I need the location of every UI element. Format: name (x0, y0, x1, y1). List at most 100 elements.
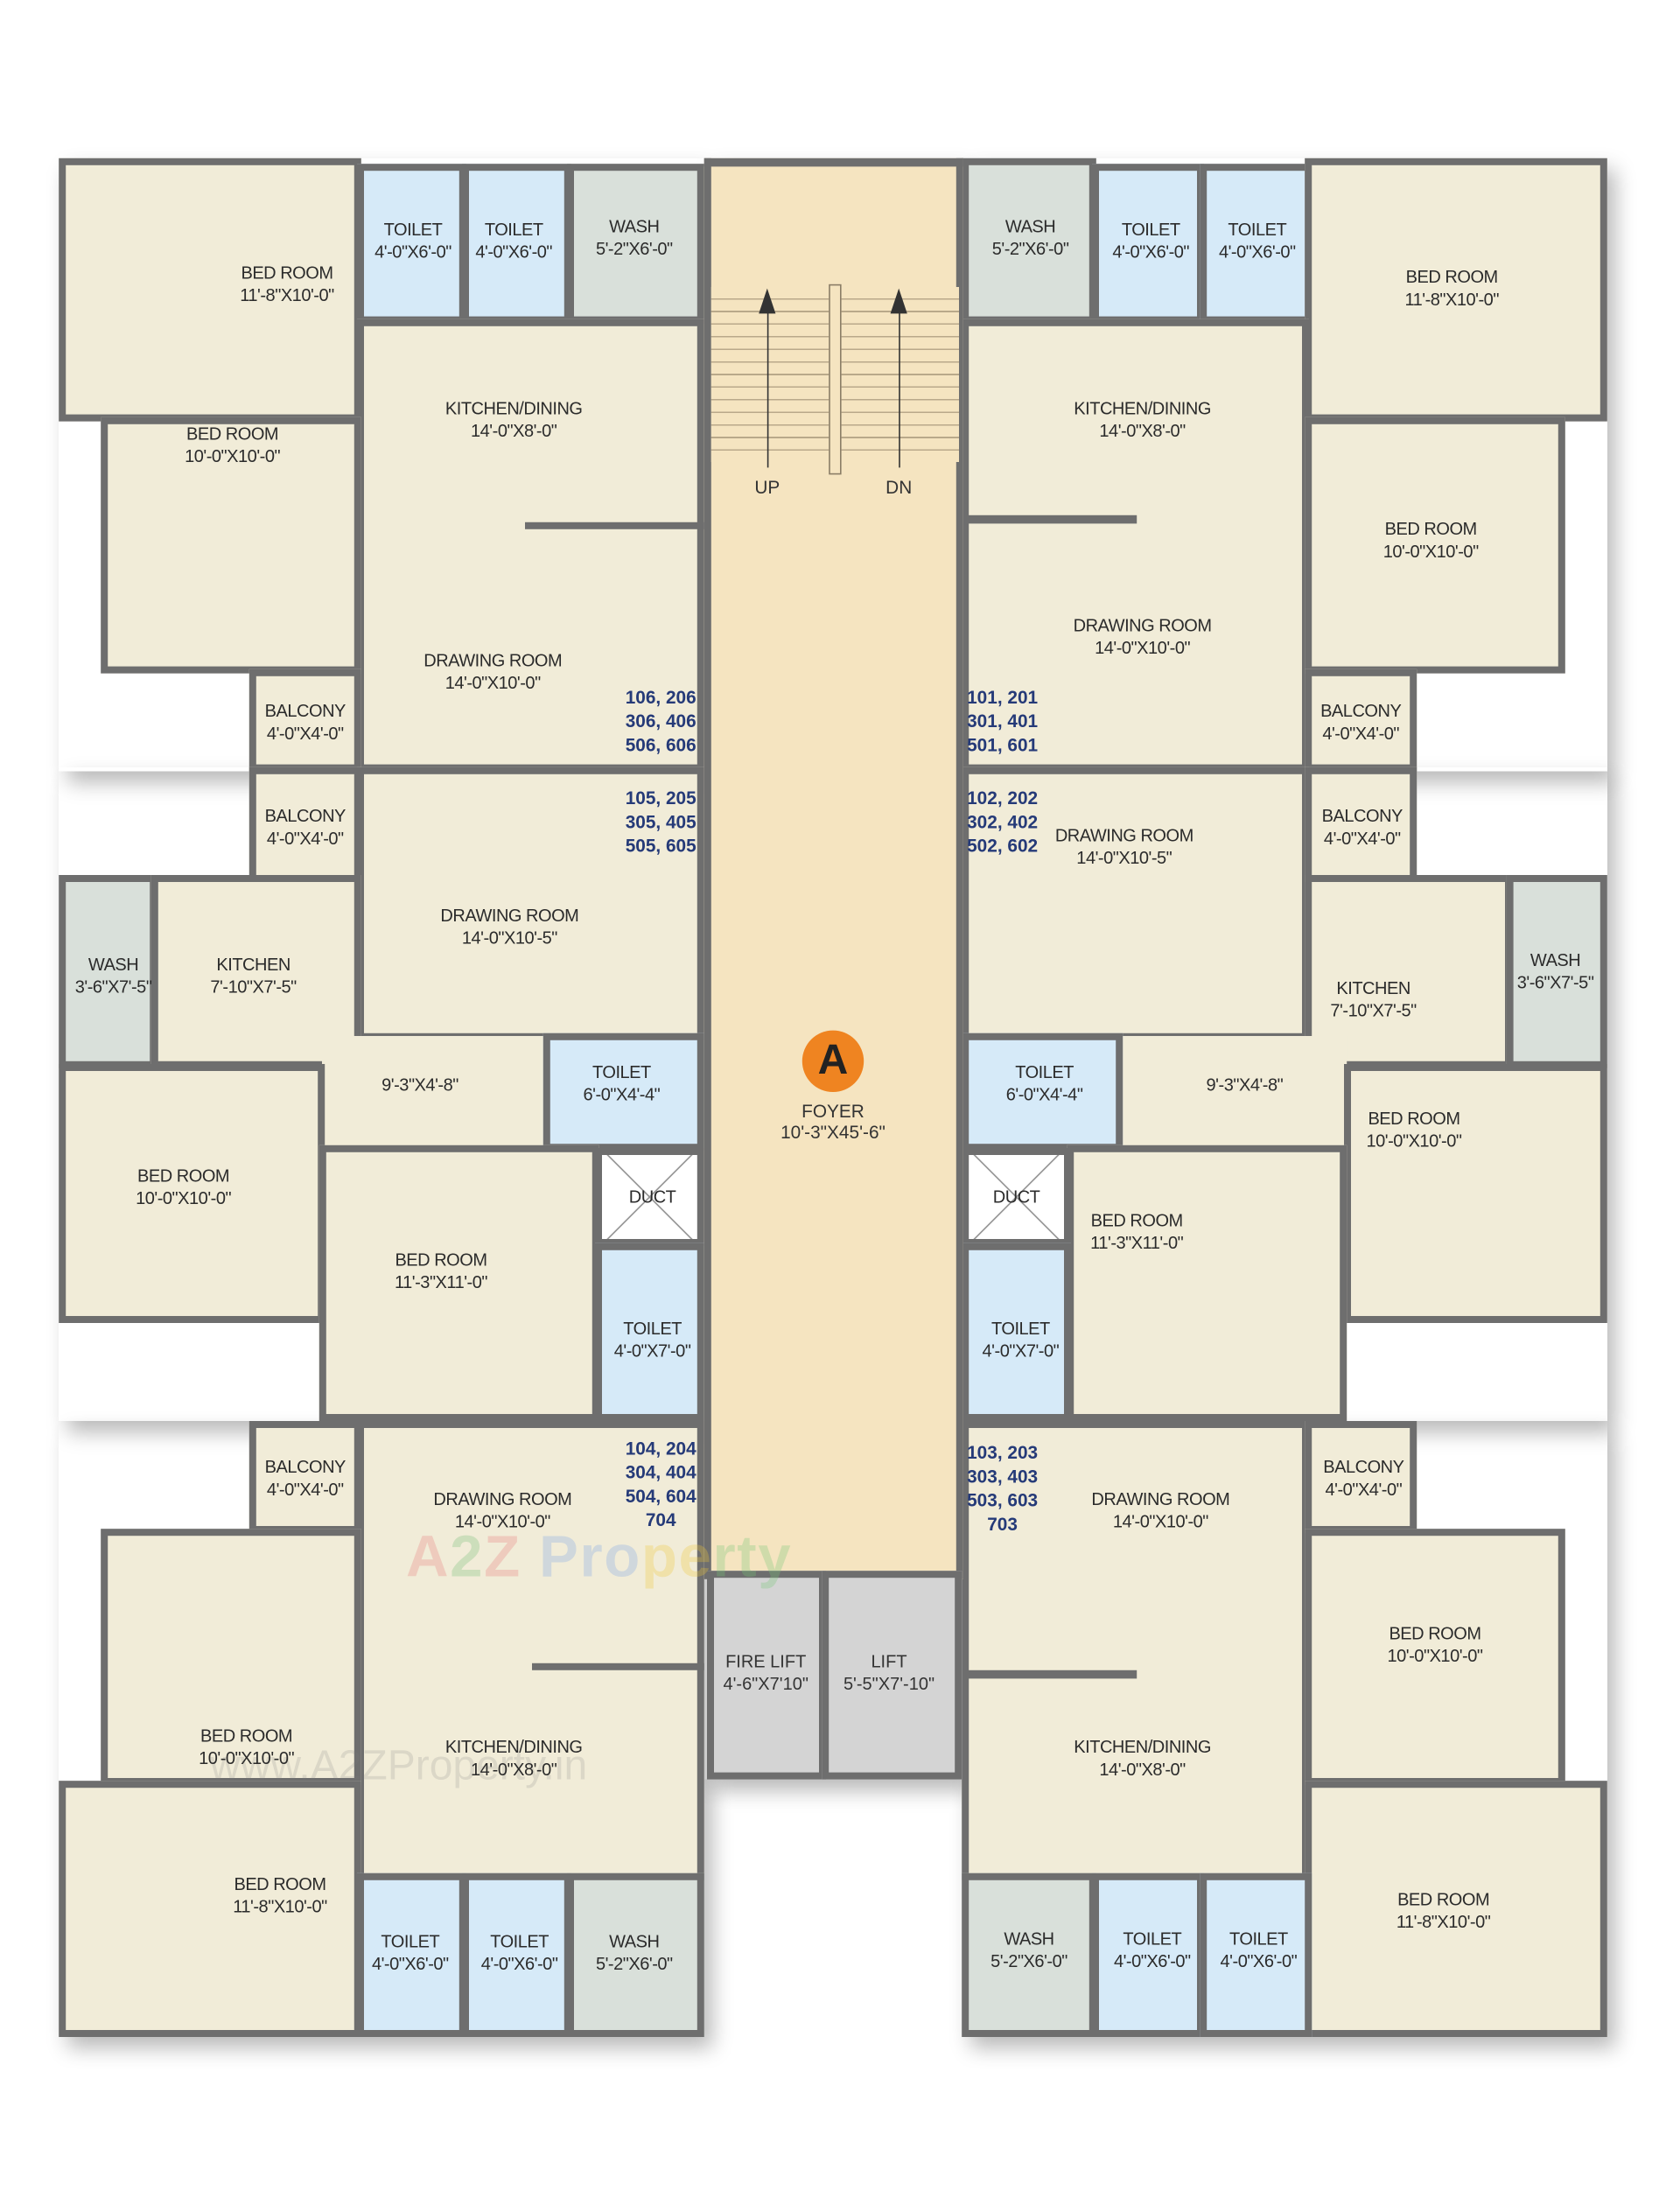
room-name: DRAWING ROOM (424, 651, 563, 671)
arrow-up-icon (759, 288, 776, 314)
wash-area (962, 158, 1096, 324)
room-size: 5'-2"X6'-0" (595, 1954, 673, 1974)
room-size: 11'-8"X10'-0" (1396, 1912, 1491, 1932)
room-name: BALCONY (264, 701, 346, 721)
room-name: KITCHEN/DINING (444, 1737, 583, 1757)
room-label: DRAWING ROOM 14'-0"X10'-0" (1091, 1488, 1229, 1533)
room-size: 4'-0"X4'-0" (266, 1480, 344, 1500)
room-name: DRAWING ROOM (440, 906, 579, 926)
room-name: WASH (88, 955, 139, 975)
toilet-area (595, 1242, 704, 1421)
unit-number-line: 302, 402 (967, 811, 1039, 833)
room-name: TOILET (1228, 220, 1287, 240)
room-size: 10'-0"X10'-0" (1387, 1646, 1483, 1666)
room-name: WASH (1004, 1928, 1054, 1950)
room-size: 11'-3"X11'-0" (394, 1272, 488, 1292)
toilet-area (462, 1872, 571, 2037)
room-size: 4'-0"X6'-0" (1112, 242, 1190, 262)
room-size: 14'-0"X8'-0" (471, 421, 557, 441)
unit-number-line: 103, 203 (967, 1442, 1039, 1463)
unit-number-line: 106, 206 (625, 686, 696, 708)
room-size: 7'-10"X7'-5" (1330, 1001, 1417, 1021)
duct-cross-mark (969, 1155, 1064, 1239)
room-size: 11'-8"X10'-0" (1404, 290, 1499, 310)
room-name: DRAWING ROOM (1091, 1489, 1230, 1509)
room-size: 14'-0"X10'-0" (454, 1512, 550, 1532)
room-label: DUCT (629, 1186, 676, 1208)
room-area (59, 158, 361, 422)
room-size: 5'-2"X6'-0" (991, 239, 1069, 259)
room-name: TOILET (490, 1932, 549, 1952)
passage-area (322, 1036, 550, 1148)
foyer-label: FOYER 10'-3"X45'-6" (780, 1101, 886, 1143)
stair-up-line (766, 311, 769, 468)
unit-number-line: 502, 602 (967, 835, 1039, 857)
arrow-up-icon (890, 288, 907, 314)
unit-number-line: 102, 202 (967, 788, 1039, 808)
unit-number-line: 306, 406 (625, 710, 696, 732)
room-name: TOILET (1121, 220, 1180, 240)
room-area (1305, 1421, 1418, 1533)
unit-number-line: 303, 403 (967, 1466, 1039, 1488)
room-name: BED ROOM (395, 1250, 487, 1270)
room-size: 14'-0"X10'-5" (1076, 848, 1172, 868)
room-size: 4'-0"X6'-0" (374, 242, 452, 262)
room-name: BED ROOM (1090, 1211, 1184, 1231)
unit-number-line: 505, 605 (625, 835, 696, 857)
watermark-logo: A2Z Property (406, 1522, 793, 1589)
unit-number-line: 703 (987, 1513, 1018, 1535)
unit-number-line: 506, 606 (625, 734, 696, 756)
room-name: BALCONY (1323, 1457, 1404, 1477)
room-area (1305, 158, 1607, 422)
toilet-area (357, 1872, 466, 2037)
tower-badge: A (802, 1030, 864, 1092)
room-size: 14'-0"X8'-0" (471, 1760, 557, 1780)
room-size: 4'-0"X6'-0" (371, 1954, 449, 1974)
duct-cross-mark (602, 1155, 697, 1239)
room-size: 14'-0"X8'-0" (1099, 421, 1186, 441)
watermark-url: www.A2ZProperty.in (210, 1743, 588, 1789)
room-size: 14'-0"X10'-0" (444, 673, 541, 693)
room-name: DRAWING ROOM (1054, 826, 1194, 846)
lift-size: 5'-5"X7'-10" (843, 1674, 935, 1694)
room-size: 10'-0"X10'-0" (199, 1748, 295, 1768)
room-name: TOILET (1123, 1928, 1182, 1950)
unit-number-line: 304, 404 (625, 1461, 696, 1483)
room-name: WASH (609, 217, 660, 237)
room-name: DRAWING ROOM (433, 1489, 572, 1509)
room-name: TOILET (991, 1319, 1050, 1339)
room-size: 9'-3"X4'-8" (382, 1074, 458, 1096)
wash-area (567, 164, 704, 324)
passage-area (1120, 1036, 1348, 1148)
room-area (59, 1781, 361, 2037)
room-size: 14'-0"X8'-0" (1099, 1760, 1186, 1780)
room-size: 14'-0"X10'-0" (1112, 1512, 1208, 1532)
room-label: DRAWING ROOM 14'-0"X10'-0" (433, 1488, 571, 1533)
room-size: 4'-0"X4'-0" (1323, 829, 1401, 849)
room-name: WASH (609, 1932, 660, 1952)
unit-number-line: 503, 603 (967, 1489, 1039, 1511)
room-name: TOILET (1015, 1062, 1074, 1082)
stair-up-label: UP (754, 476, 780, 498)
